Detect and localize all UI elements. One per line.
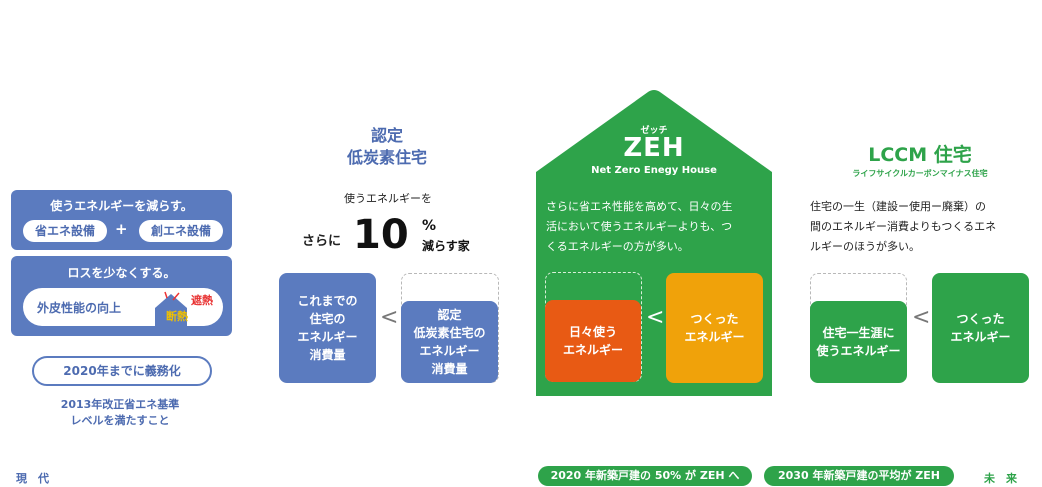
lifetime-energy-box: 住宅一生涯に 使うエネルギー [810,301,907,383]
lccm-desc-line1: 住宅の一生（建設ー使用ー廃棄）の [810,200,986,213]
lccm-desc-line3: ルギーのほうが多い。 [810,240,920,253]
lccm-generated-energy-label: つくった エネルギー [950,312,1011,344]
reduce-loss-panel: ロスを少なくする。 外皮性能の向上 遮熱 断熱 [11,256,232,336]
house-insulation-icon [155,291,187,326]
lowcarbon-sub-suffix: 減らす家 [422,239,470,253]
lowcarbon-subtitle: 使うエネルギーを [344,192,432,205]
lccm-generated-energy-box: つくった エネルギー [932,273,1029,383]
lccm-desc-line2: 間のエネルギー消費よりもつくるエネ [810,220,997,233]
timeline-now: 現 代 [16,472,49,485]
less-than-icon: < [380,305,399,330]
zeh-generated-energy-label: つくった エネルギー [684,312,745,344]
reduction-number: 10 [353,212,409,258]
deadline-badge: 2020年までに義務化 [32,356,212,386]
timeline-future: 未 来 [984,472,1017,485]
milestone-2030: 2030 年新築戸建の平均が ZEH [764,466,954,486]
insulation-label: 断熱 [166,310,188,323]
percent-sign: % [422,218,437,234]
lifetime-energy-label: 住宅一生涯に 使うエネルギー [816,326,901,358]
lowcarbon-sub-prefix: さらに [302,234,342,249]
zeh-desc-line3: くるエネルギーの方が多い。 [546,240,689,253]
plus-sign: + [115,220,128,238]
reduce-energy-title: 使うエネルギーを減らす。 [50,199,193,213]
standard-note-line1: 2013年改正省エネ基準 [60,398,180,411]
lccm-title: LCCM 住宅 [868,144,972,166]
shade-label: 遮熱 [191,294,213,307]
lowcarbon-consumption-label: 認定 低炭素住宅の エネルギー 消費量 [413,308,486,376]
energy-saving-equipment-pill: 省エネ設備 [23,220,107,242]
envelope-performance-label: 外皮性能の向上 [37,301,122,315]
reduce-loss-title: ロスを少なくする。 [67,266,176,280]
lccm-less-than-icon: < [912,305,931,330]
zeh-ruby: ゼッチ [640,126,668,136]
zeh-title: ZEH [623,133,685,163]
lccm-subtitle: ライフサイクルカーボンマイナス住宅 [852,169,988,178]
zeh-desc-line2: 活において使うエネルギーよりも、つ [546,220,733,233]
daily-energy-label: 日々使う エネルギー [562,325,623,357]
conventional-consumption-label: これまでの 住宅の エネルギー 消費量 [297,294,358,362]
envelope-performance-pill: 外皮性能の向上 遮熱 断熱 [23,288,223,326]
lowcarbon-consumption-box: 認定 低炭素住宅の エネルギー 消費量 [401,301,498,383]
zeh-desc-line1: さらに省エネ性能を高めて、日々の生 [546,200,733,213]
conventional-consumption-box: これまでの 住宅の エネルギー 消費量 [279,273,376,383]
lowcarbon-title-line1: 認定 [370,126,403,145]
standard-note-line2: レベルを満たすこと [70,414,170,427]
zeh-generated-energy-box: つくった エネルギー [666,273,763,383]
reduce-energy-panel: 使うエネルギーを減らす。 省エネ設備 + 創エネ設備 [11,190,232,250]
energy-creation-equipment-pill: 創エネ設備 [139,220,223,242]
daily-energy-box: 日々使う エネルギー [545,300,641,382]
lowcarbon-title-line2: 低炭素住宅 [346,148,427,167]
zeh-subtitle: Net Zero Enegy House [591,165,717,176]
zeh-less-than-icon: < [646,305,665,330]
milestone-2020: 2020 年新築戸建の 50% が ZEH へ [538,466,752,486]
